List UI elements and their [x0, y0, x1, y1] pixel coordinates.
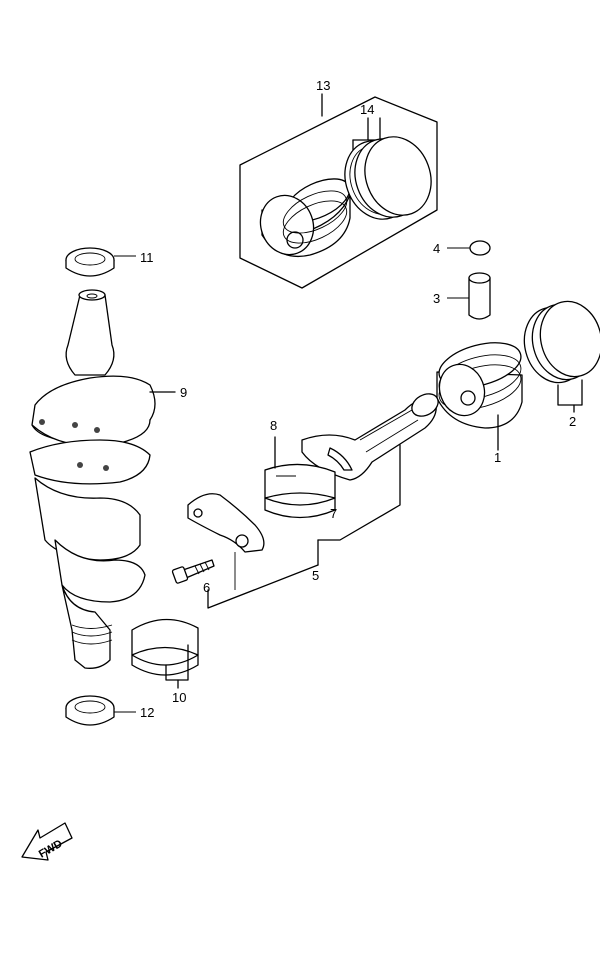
piston-ring-set-icon — [344, 136, 432, 220]
piston-set-group — [239, 93, 438, 289]
callout-3: 3 — [433, 291, 440, 306]
main-bearing-icon — [131, 618, 199, 689]
oil-seal-top-icon — [65, 247, 136, 277]
connecting-rod-icon — [207, 393, 439, 609]
callout-7: 7 — [330, 506, 337, 521]
callout-6: 6 — [203, 580, 210, 595]
piston-icon — [259, 178, 351, 258]
rod-cap-icon — [187, 493, 265, 590]
circlip-icon — [447, 240, 491, 256]
callout-8: 8 — [270, 418, 277, 433]
callout-2: 2 — [569, 414, 576, 429]
bearing-shell-icon — [264, 436, 336, 519]
callout-11: 11 — [140, 250, 154, 265]
piston-rings-icon — [523, 300, 600, 413]
oil-seal-bottom-icon — [65, 695, 136, 726]
callout-10: 10 — [172, 690, 186, 705]
callout-14: 14 — [360, 102, 374, 117]
piston-pin-icon — [447, 272, 491, 320]
callout-4: 4 — [433, 241, 440, 256]
callout-5: 5 — [312, 568, 319, 583]
callout-1: 1 — [494, 450, 501, 465]
crankshaft-icon — [29, 289, 176, 669]
forward-arrow-icon: FWD — [21, 822, 73, 861]
rod-bolt-icon — [171, 559, 215, 584]
piston-icon — [436, 342, 523, 451]
callout-13: 13 — [316, 78, 330, 93]
callout-12: 12 — [140, 705, 154, 720]
callout-9: 9 — [180, 385, 187, 400]
